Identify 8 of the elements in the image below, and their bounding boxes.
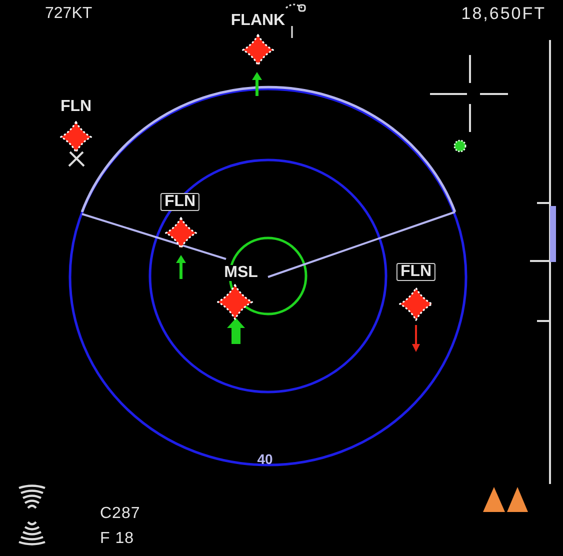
speed-readout: 727KT bbox=[45, 6, 92, 22]
track-label: MSL bbox=[223, 265, 259, 281]
range-scale-label: 40 bbox=[257, 452, 273, 466]
altitude-readout: 18,650FT bbox=[461, 5, 546, 22]
framed-track-label: FLN bbox=[396, 263, 436, 281]
status-readout: C287 bbox=[100, 506, 140, 522]
framed-track-label: FLN bbox=[160, 193, 200, 211]
status-readout: F 18 bbox=[100, 531, 134, 547]
